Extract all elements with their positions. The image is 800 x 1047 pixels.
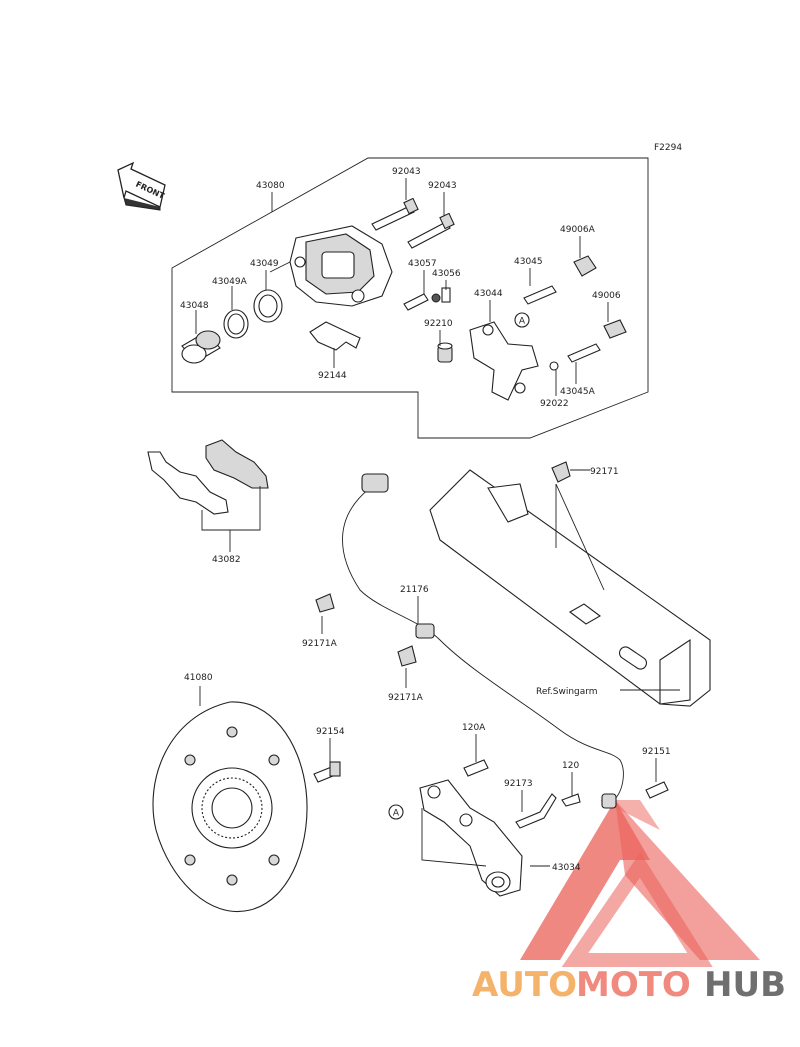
part-label-43048: 43048 — [180, 301, 209, 311]
part-label-92171: 92171 — [590, 467, 619, 477]
part-label-43080: 43080 — [256, 181, 285, 191]
leader-lines — [195, 178, 680, 867]
caliper-body — [269, 225, 393, 307]
part-label-92144: 92144 — [318, 371, 347, 381]
sensor-bracket — [419, 779, 523, 897]
part-label-92043-b: 92043 — [428, 181, 457, 191]
brake-pads — [147, 439, 269, 515]
pad-spring — [309, 321, 361, 351]
part-label-43056: 43056 — [432, 269, 461, 279]
bolt-92151 — [645, 781, 669, 799]
watermark-text: AUTO MOTO HUB — [472, 965, 786, 1005]
part-label-92173: 92173 — [504, 779, 533, 789]
piston-and-seals — [181, 289, 283, 364]
brake-disc — [152, 701, 308, 912]
bleeder-parts — [403, 287, 453, 363]
caliper-assembly-frame — [171, 157, 649, 439]
part-label-43049a: 43049A — [212, 277, 248, 287]
part-label-92171a-1: 92171A — [302, 639, 338, 649]
svg-text:A: A — [393, 809, 400, 819]
part-label-120: 120 — [562, 761, 579, 771]
part-label-21176: 21176 — [400, 585, 429, 595]
figure-code: F2294 — [654, 143, 682, 153]
marker-a-bottom: A — [388, 804, 404, 820]
front-arrow-icon: FRONT — [117, 161, 166, 211]
clamp-92171a-1 — [315, 593, 335, 613]
part-label-43045: 43045 — [514, 257, 543, 267]
part-label-43044: 43044 — [474, 289, 503, 299]
part-label-43034: 43034 — [552, 863, 581, 873]
watermark-logo — [520, 800, 760, 967]
part-label-43082: 43082 — [212, 555, 241, 565]
svg-text:HUB: HUB — [704, 965, 786, 1005]
part-label-43057: 43057 — [408, 259, 437, 269]
part-label-49006a: 49006A — [560, 225, 596, 235]
marker-a-top: A — [514, 312, 530, 328]
part-label-43049: 43049 — [250, 259, 279, 269]
clamp-92171 — [551, 461, 571, 483]
bolt-120 — [561, 793, 581, 807]
caliper-pin-bolts — [371, 197, 455, 249]
abs-sensor-cable — [342, 473, 624, 809]
clip-92173 — [515, 793, 557, 829]
part-label-92022: 92022 — [540, 399, 569, 409]
slide-pins — [523, 255, 627, 371]
svg-text:A: A — [519, 317, 526, 327]
part-label-41080: 41080 — [184, 673, 213, 683]
part-label-92154: 92154 — [316, 727, 345, 737]
swingarm — [429, 469, 711, 707]
part-label-92043-a: 92043 — [392, 167, 421, 177]
bolt-120a — [463, 759, 489, 777]
svg-text:MOTO: MOTO — [576, 965, 691, 1005]
caliper-bracket — [469, 321, 539, 401]
part-label-92151: 92151 — [642, 747, 671, 757]
part-label-120a: 120A — [462, 723, 486, 733]
part-label-49006: 49006 — [592, 291, 621, 301]
part-label-92171a-2: 92171A — [388, 693, 424, 703]
svg-text:AUTO: AUTO — [472, 965, 577, 1005]
part-label-92210: 92210 — [424, 319, 453, 329]
part-label-43045a: 43045A — [560, 387, 596, 397]
clamp-92171a-2 — [397, 645, 417, 667]
ref-swingarm-label: Ref.Swingarm — [536, 687, 598, 697]
